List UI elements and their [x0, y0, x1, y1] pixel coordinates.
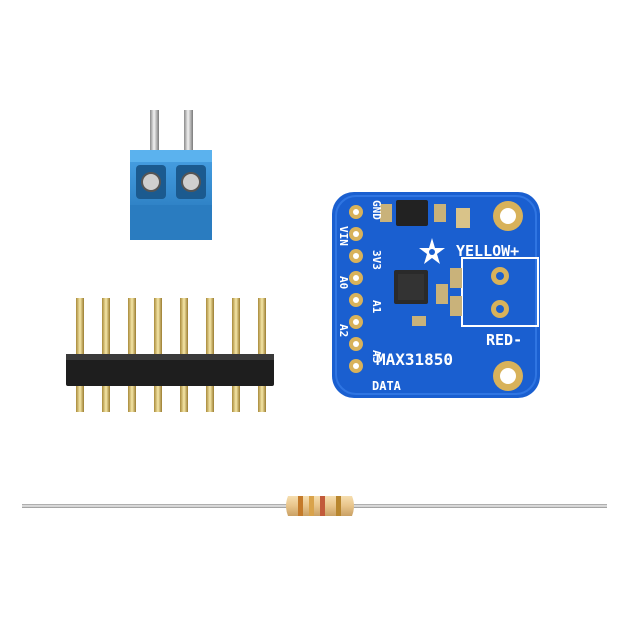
- resistor-band: [320, 496, 325, 516]
- logo-icon: [419, 238, 445, 264]
- max31850-breakout-board: MAX31850 YELLOW+ RED- GND VIN 3V3 A0 A1 …: [332, 192, 540, 398]
- resistor-band: [336, 496, 341, 516]
- pin-label-a1: A1: [370, 300, 383, 314]
- resistor-band: [298, 496, 303, 516]
- thermocouple-negative-label: RED-: [486, 331, 522, 349]
- header-pin-strip: [66, 298, 274, 412]
- chip-label: MAX31850: [376, 350, 453, 369]
- terminal-pin: [184, 110, 193, 160]
- thermocouple-positive-label: YELLOW+: [456, 242, 519, 260]
- resistor-band: [309, 496, 314, 516]
- pin-label-vin: VIN: [337, 226, 350, 246]
- pin-label-a2: A2: [337, 324, 350, 337]
- resistor: [22, 496, 607, 516]
- pin-label-a3: A3: [370, 350, 383, 363]
- header-plastic: [66, 354, 274, 386]
- pin-label-3v3: 3V3: [370, 250, 383, 270]
- pin-label-data: DATA: [372, 379, 402, 393]
- pin-label-a0: A0: [337, 276, 350, 289]
- terminal-block: [130, 110, 212, 240]
- voltage-regulator: [396, 200, 428, 226]
- pin-label-gnd: GND: [370, 200, 383, 220]
- terminal-pin: [150, 110, 159, 160]
